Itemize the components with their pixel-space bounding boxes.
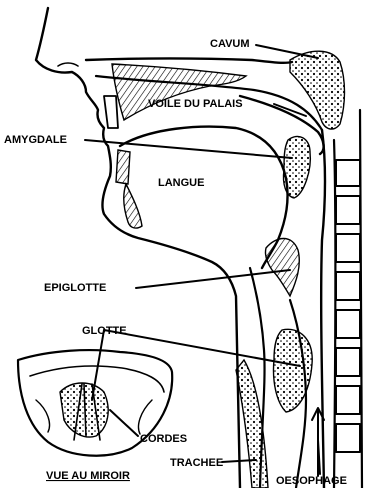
label-trachee: TRACHEE	[170, 457, 223, 469]
label-cavum: CAVUM	[210, 38, 250, 50]
upper-teeth	[104, 96, 118, 128]
pharynx-wall	[321, 130, 325, 488]
nostril	[58, 63, 78, 66]
label-oesophage: OESOPHAGE	[276, 475, 347, 487]
tongue	[120, 127, 288, 268]
label-langue: LANGUE	[158, 177, 204, 189]
label-cordes: CORDES	[140, 433, 187, 445]
label-vue-au-miroir: VUE AU MIROIR	[46, 470, 130, 482]
epiglottis	[265, 239, 299, 297]
nasal-floor	[86, 59, 292, 63]
tonsil	[283, 136, 310, 198]
lower-teeth	[116, 150, 130, 184]
vertebrae	[336, 160, 360, 452]
label-voile-du-palais: VOILE DU PALAIS	[148, 98, 243, 110]
tongue-root	[124, 184, 142, 228]
hard-palate	[112, 64, 246, 120]
label-glotte: GLOTTE	[82, 325, 127, 337]
soft-palate	[240, 96, 324, 154]
label-amygdale: AMYGDALE	[4, 134, 67, 146]
label-epiglotte: EPIGLOTTE	[44, 282, 106, 294]
